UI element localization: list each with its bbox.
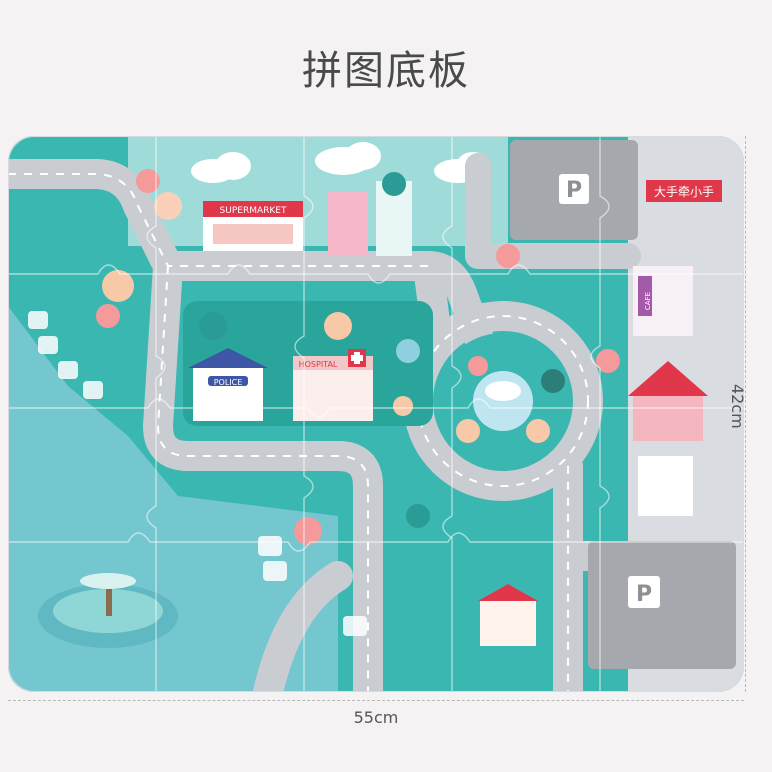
house-roof — [628, 361, 708, 396]
lane-markings — [8, 173, 589, 692]
fountain-water — [485, 381, 521, 401]
shore-rocks — [28, 311, 367, 636]
page-title: 拼图底板 — [302, 48, 470, 94]
small-house-roof — [478, 584, 538, 601]
palm-tree — [80, 573, 136, 616]
brand-logo: 大手牵小手 — [646, 180, 722, 202]
cafe-sign: CAFE — [644, 292, 652, 310]
puzzle-board: SUPERMARKET POLICE HOSPITAL — [8, 136, 744, 692]
police-sign: POLICE — [214, 378, 243, 387]
parking-lot-top: P — [510, 140, 638, 240]
sky-area — [128, 136, 508, 246]
supermarket-building: SUPERMARKET — [203, 201, 303, 251]
height-dimension-line — [745, 136, 764, 692]
cafe-building: CAFE — [633, 266, 693, 336]
tower-pink — [328, 191, 368, 256]
supermarket-sign: SUPERMARKET — [220, 206, 287, 216]
parking-lot-bottom: P — [588, 541, 736, 669]
apartment-building — [638, 456, 693, 516]
brand-logo-text: 大手牵小手 — [654, 185, 714, 199]
width-dimension-line — [8, 700, 744, 705]
puzzle-board-illustration: SUPERMARKET POLICE HOSPITAL — [8, 136, 744, 692]
puzzle-seams — [8, 136, 744, 692]
police-station: POLICE — [188, 348, 268, 421]
hospital-sign: HOSPITAL — [299, 360, 338, 369]
board-outline — [8, 136, 744, 692]
small-house-body — [480, 601, 536, 646]
house-body — [633, 396, 703, 441]
parking-sign-bottom: P — [636, 582, 652, 607]
hospital-building: HOSPITAL — [293, 349, 373, 421]
tower-dome — [382, 172, 406, 196]
height-dimension-label: 42cm — [728, 384, 747, 429]
width-dimension-label: 55cm — [353, 708, 399, 727]
tree-group — [96, 169, 620, 545]
parking-sign-top: P — [566, 178, 582, 203]
